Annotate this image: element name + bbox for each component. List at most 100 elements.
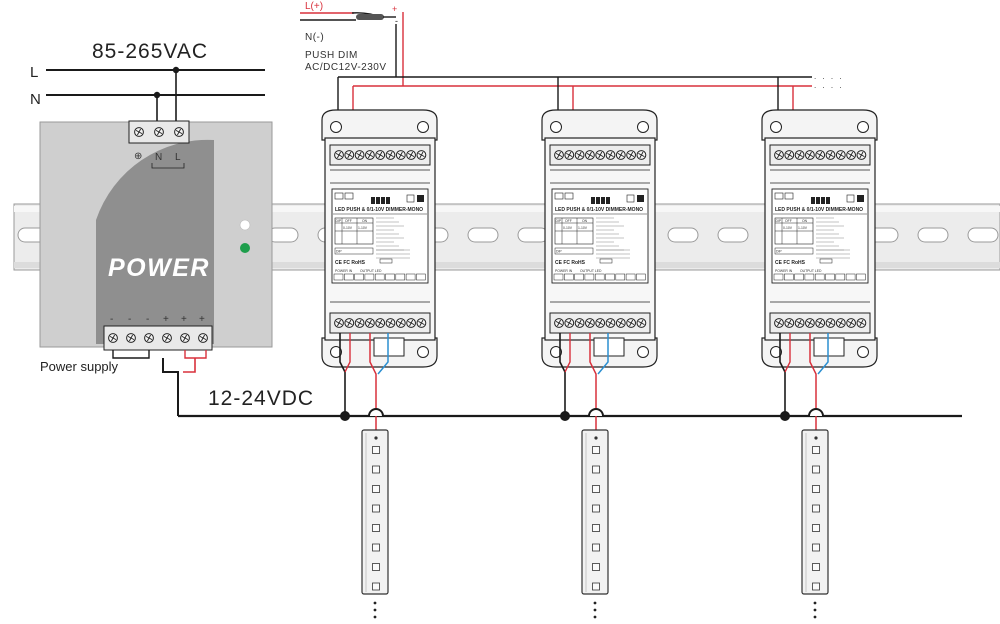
range-0-10v: 0-10V: [563, 226, 573, 230]
led-chip: [812, 504, 820, 513]
dip-label: DIP: [776, 250, 782, 254]
output-led-label: OUTPUT LED: [580, 269, 602, 273]
led-chip: [372, 563, 380, 571]
dimmer-bottom-terminals: [549, 301, 651, 334]
push-minus-label: N(-): [305, 32, 324, 43]
switch-on-label: ON: [802, 219, 808, 223]
switch-off-label: OFF: [785, 219, 792, 223]
bus-continue-dots-2: . . . .: [814, 81, 844, 90]
dimmer-bottom-terminals: [769, 301, 871, 334]
line-terminal-label: L: [175, 152, 181, 163]
led-chip: [372, 504, 380, 513]
led-chip: [812, 563, 820, 571]
dimmer-bottom-terminals: [329, 301, 431, 334]
strip-continue-dot: [813, 608, 817, 612]
neutral-label: N: [30, 91, 41, 108]
led-chip: [592, 582, 600, 591]
dip-header: DIP: [336, 219, 342, 223]
line-label: L: [30, 64, 38, 81]
neutral-terminal-label: N: [155, 152, 163, 163]
output-minus-3: -: [146, 314, 150, 325]
led-chip: [372, 582, 380, 591]
dimmer-output-wiring: [559, 333, 609, 430]
strip-continue-dot: [813, 615, 817, 619]
led-strip: [361, 429, 389, 619]
dimmer-title: LED PUSH & 0/1-10V DIMMER-MONO: [335, 207, 423, 213]
range-0-10v: 0-10V: [783, 226, 793, 230]
strip-continue-dot: [373, 601, 377, 605]
power-in-label: POWER IN: [555, 269, 573, 273]
wire-crossover: [368, 408, 384, 417]
ac-input: 85-265VAC L N: [30, 40, 265, 127]
output-plus-1: +: [163, 314, 169, 325]
bus-continue-dots-1: . . . .: [814, 72, 844, 81]
led-strip: [581, 429, 609, 619]
rail-slot: [717, 227, 749, 243]
led-chip: [592, 485, 600, 493]
led-chip: [592, 504, 600, 513]
led-chip: [372, 465, 380, 474]
compliance-marks: CE FC RoHS: [335, 260, 366, 266]
push-minus-sign: -: [395, 16, 398, 26]
led-chip: [812, 524, 820, 532]
dimmer-title: LED PUSH & 0/1-10V DIMMER-MONO: [555, 207, 643, 213]
power-supply-panel: [96, 139, 214, 344]
push-plus-sign: +: [392, 4, 397, 14]
power-supply: POWER ⊕ N L - - - + + +: [39, 120, 273, 374]
led-strip: [801, 429, 829, 619]
led-chip: [592, 524, 600, 532]
bus-junction: [560, 411, 570, 421]
push-plus-label: L(+): [305, 1, 323, 12]
dip-header: DIP: [556, 219, 562, 223]
power-logo: POWER: [108, 254, 210, 282]
dimmer-top-terminals: [329, 144, 431, 184]
wire-crossover: [588, 408, 604, 417]
push-dim-title: PUSH DIM: [305, 50, 358, 61]
power-in-label: POWER IN: [775, 269, 793, 273]
dip-header: DIP: [776, 219, 782, 223]
wire-crossover: [808, 408, 824, 417]
status-led-green: [240, 243, 250, 253]
led-chip: [372, 524, 380, 532]
output-led-label: OUTPUT LED: [800, 269, 822, 273]
dimmer-top-terminals: [769, 144, 871, 184]
switch-on-label: ON: [582, 219, 588, 223]
led-chip: [592, 563, 600, 571]
range-0-10v: 0-10V: [343, 226, 353, 230]
range-1-10v: 1-10V: [578, 226, 588, 230]
strip-continue-dot: [593, 601, 597, 605]
dimmer-title: LED PUSH & 0/1-10V DIMMER-MONO: [775, 207, 863, 213]
ac-voltage-label: 85-265VAC: [92, 40, 208, 63]
dimmer-output-wiring: [339, 333, 389, 430]
led-chip: [592, 465, 600, 474]
range-1-10v: 1-10V: [798, 226, 808, 230]
strip-continue-dot: [813, 601, 817, 605]
output-led-label: OUTPUT LED: [360, 269, 382, 273]
led-chip: [812, 582, 820, 591]
rail-slot: [967, 227, 999, 243]
led-chip: [592, 446, 600, 454]
bus-junction: [780, 411, 790, 421]
bus-junction: [340, 411, 350, 421]
power-in-label: POWER IN: [335, 269, 353, 273]
strip-continue-dot: [373, 608, 377, 612]
led-chip: [372, 446, 380, 454]
compliance-marks: CE FC RoHS: [775, 260, 806, 266]
dip-label: DIP: [336, 250, 342, 254]
switch-off-label: OFF: [345, 219, 352, 223]
led-chip: [372, 485, 380, 493]
dip-label: DIP: [556, 250, 562, 254]
switch-off-label: OFF: [565, 219, 572, 223]
power-supply-caption: Power supply: [40, 359, 119, 374]
rail-slot: [917, 227, 949, 243]
earth-terminal-symbol: ⊕: [134, 151, 143, 162]
